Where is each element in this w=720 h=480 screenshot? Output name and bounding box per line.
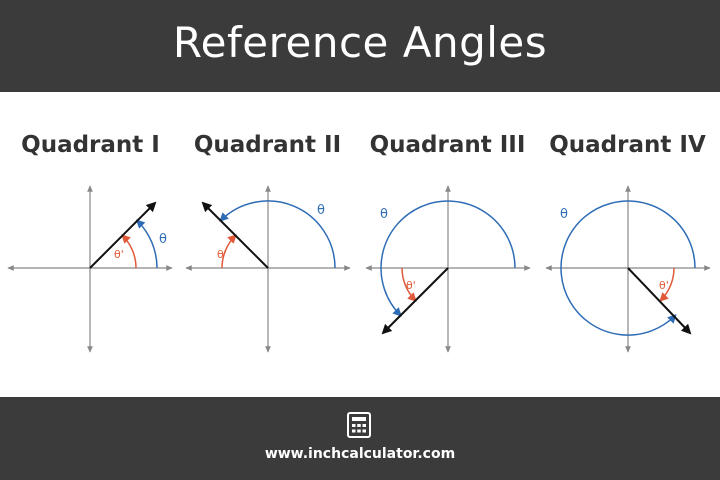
quadrant-2-title: Quadrant II	[193, 132, 342, 158]
reference-arc	[401, 267, 417, 302]
theta-arc	[135, 219, 158, 269]
quadrant-4-graph: θ θ'	[545, 185, 711, 353]
theta-ref-label: θ'	[217, 248, 227, 261]
quadrant-4-title: Quadrant IV	[549, 132, 706, 158]
quadrant-1-title: Quadrant I	[21, 132, 160, 158]
quadrant-3-title: Quadrant III	[369, 132, 526, 158]
page-title: Reference Angles	[172, 17, 548, 67]
terminal-side	[201, 201, 269, 269]
terminal-side	[627, 267, 692, 335]
quadrant-1-graph: θ θ'	[7, 185, 173, 353]
theta-label: θ	[380, 207, 388, 222]
theta-ref-label: θ'	[114, 248, 124, 261]
reference-angles-diagram: θ θ' θ θ' θ θ' θ θ'	[7, 185, 711, 353]
theta-label: θ	[317, 203, 325, 218]
terminal-side	[89, 201, 157, 269]
footer-url[interactable]: www.inchcalculator.com	[264, 446, 456, 462]
theta-arc	[380, 200, 516, 317]
reference-arc	[121, 234, 137, 269]
calculator-icon	[347, 412, 371, 438]
quadrant-3-graph: θ θ'	[365, 185, 531, 353]
theta-ref-label: θ'	[659, 279, 669, 292]
theta-label: θ	[560, 207, 568, 222]
reference-arc	[659, 267, 675, 302]
theta-label: θ	[159, 232, 167, 247]
reference-arc	[221, 234, 237, 269]
footer-banner	[0, 397, 720, 480]
theta-ref-label: θ'	[406, 279, 416, 292]
terminal-side	[381, 267, 449, 335]
theta-arc	[219, 200, 336, 269]
header-banner: Reference Angles	[0, 0, 720, 92]
quadrant-2-graph: θ θ'	[185, 185, 351, 353]
theta-arc	[560, 200, 696, 336]
